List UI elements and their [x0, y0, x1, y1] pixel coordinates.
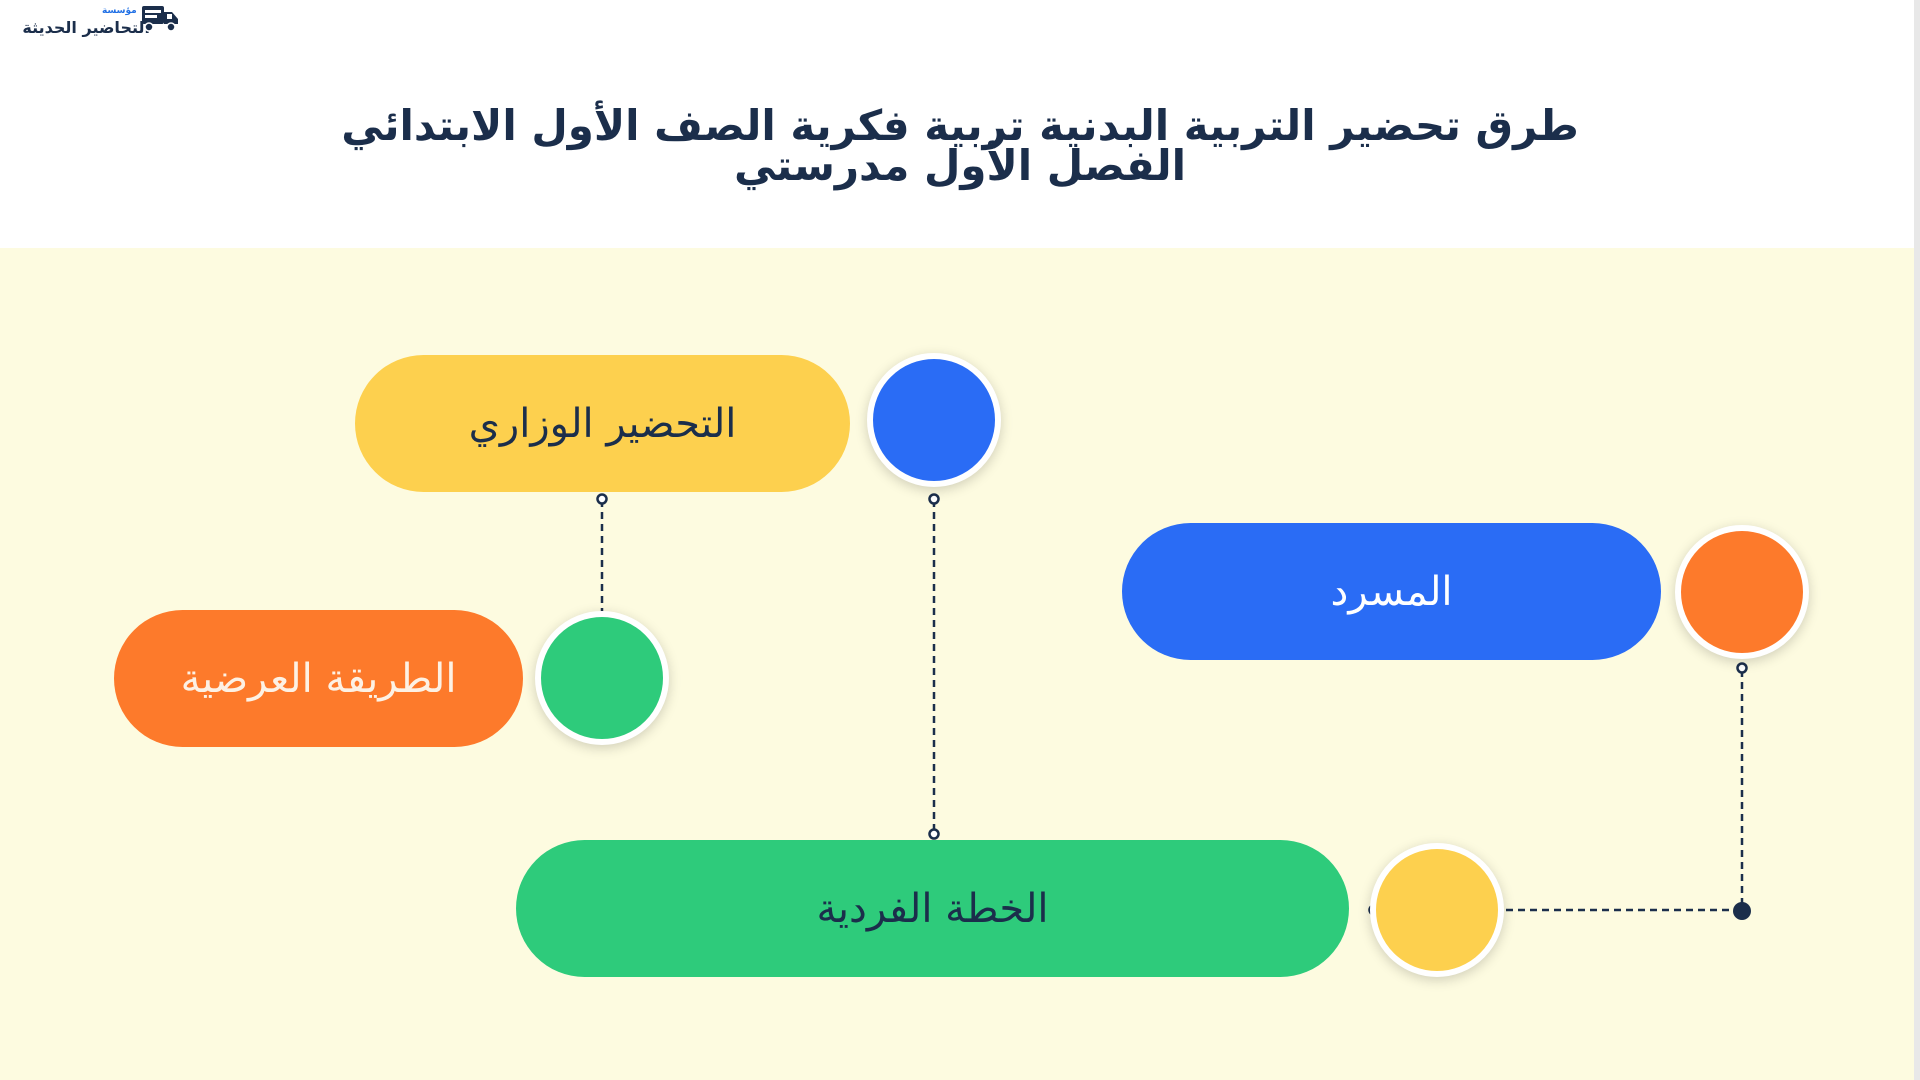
node-theatre-pill: المسرد	[1122, 523, 1661, 660]
node-presentation-method-label: الطريقة العرضية	[180, 655, 457, 702]
node-ministerial-prep-circle	[867, 353, 1001, 487]
node-theatre-label: المسرد	[1330, 568, 1453, 615]
node-individual-plan-circle	[1370, 843, 1504, 977]
node-ministerial-prep-pill: التحضير الوزاري	[355, 355, 850, 492]
node-individual-plan-pill: الخطة الفردية	[516, 840, 1349, 977]
truck-icon	[142, 6, 178, 32]
node-theatre-circle	[1675, 525, 1809, 659]
header	[0, 0, 1920, 248]
node-individual-plan-label: الخطة الفردية	[816, 885, 1049, 932]
logo-subtitle: مؤسسة	[102, 6, 137, 16]
page-title: طرق تحضير التربية البدنية تربية فكرية ال…	[341, 101, 1579, 190]
node-presentation-method-pill: الطريقة العرضية	[114, 610, 523, 747]
node-ministerial-prep-label: التحضير الوزاري	[468, 400, 737, 447]
logo: مؤسسة التحاضير الحديثة	[0, 0, 180, 44]
node-presentation-method-circle	[535, 611, 669, 745]
right-edge-strip	[1914, 0, 1920, 1080]
logo-title: التحاضير الحديثة	[22, 18, 150, 37]
